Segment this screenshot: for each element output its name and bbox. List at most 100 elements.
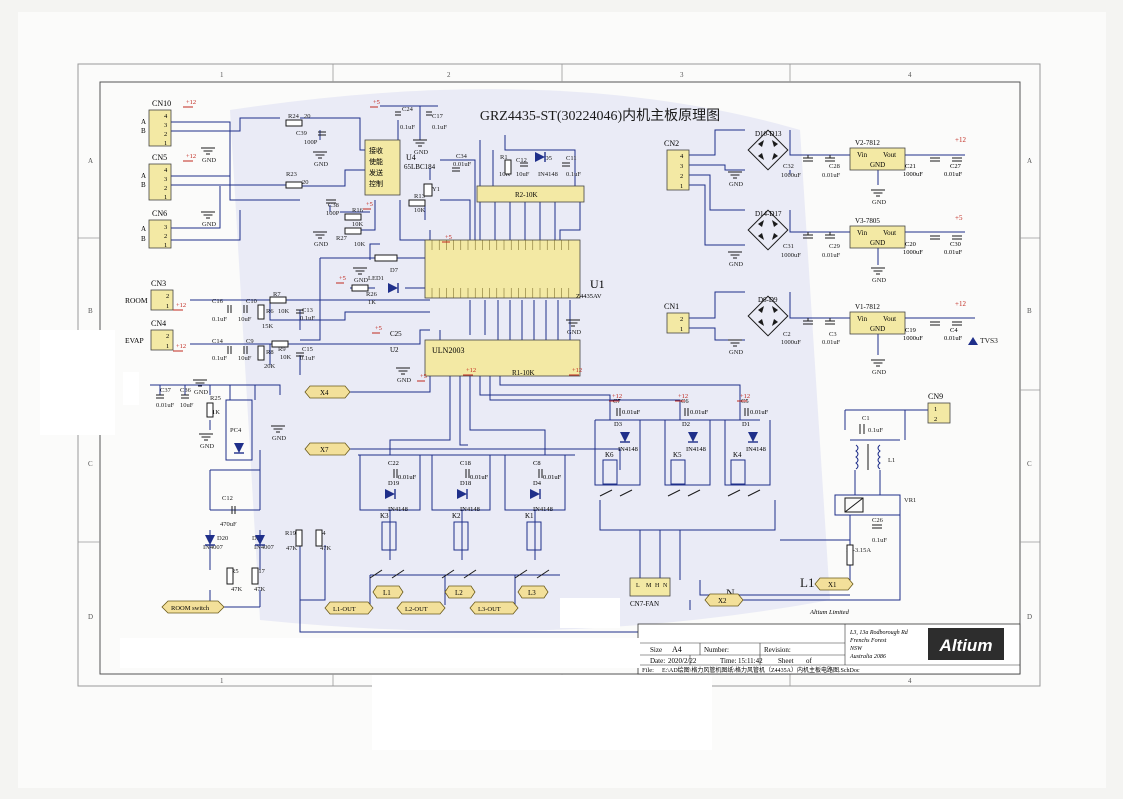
frame-row-label-left: C — [88, 460, 93, 468]
cn2-pin-3: 3 — [680, 163, 683, 170]
frame-col-label-bottom: 1 — [220, 677, 224, 685]
relay-bottom-ref: K2 — [452, 512, 461, 520]
cn7-pin-h: H — [655, 583, 660, 589]
regulator-cout-ref: C30 — [950, 241, 961, 248]
tb-time-label: Time: — [720, 657, 737, 665]
rail-plus12: +12 — [186, 99, 196, 106]
regulator-cin-value: 1000uF — [903, 335, 923, 342]
c29-value: 0.01uF — [822, 252, 841, 259]
u1-part: Z4435AV — [576, 293, 602, 300]
relay-bottom-tab: L3 — [528, 589, 536, 597]
frame-row-label-right: D — [1027, 613, 1032, 621]
c29-ref: C29 — [829, 243, 840, 250]
relay-bottom-diode-ref: D19 — [388, 480, 399, 487]
rail-plus12: +12 — [740, 393, 750, 400]
c13-value: 0.1uF — [300, 315, 315, 322]
bridge-1-ref: D10-D13 — [755, 130, 782, 138]
r13-value: 10K — [414, 207, 426, 214]
r25-value: 1K — [212, 409, 220, 416]
schematic-title: GRZ4435-ST(30224046)内机主板原理图 — [480, 108, 720, 124]
cn9-pin-1: 1 — [934, 406, 937, 413]
c14-value: 0.1uF — [212, 355, 227, 362]
cn4-pin-1: 1 — [166, 343, 169, 350]
regulator-cin-ref: C21 — [905, 163, 916, 170]
c3-value: 0.01uF — [822, 339, 841, 346]
ic-u2-uln2003: ULN2003 R1-10K U2 C25 — [390, 330, 581, 377]
c26-value: 0.1uF — [872, 537, 887, 544]
redaction-patch-small — [123, 372, 139, 405]
rail-plus5: +5 — [445, 234, 452, 241]
tb-file: E:\AD绘图\格力风管机图纸\格力风管机（Z4435A）内机主板电路图.Sch… — [662, 666, 860, 674]
relay-bottom-out: L1-OUT — [333, 606, 356, 613]
sensor-labels: C16 0.1uF C10 10uF R6 10K R7 C13 0.1uF 1… — [212, 267, 399, 370]
cn2-pin-2: 2 — [680, 173, 683, 180]
frame-row-label-left: D — [88, 613, 93, 621]
regulator-gnd: GND — [870, 239, 885, 247]
bridge-3-ref: D6-D9 — [758, 296, 778, 304]
regulator-cin-value: 1000uF — [903, 249, 923, 256]
r2-array-ref: R2-10K — [515, 191, 538, 199]
c36-ref: C36 — [180, 387, 192, 394]
regulator-cout-ref: C27 — [950, 163, 962, 170]
frame-row-label-left: A — [88, 157, 93, 165]
ground-label: GND — [397, 377, 411, 384]
c16-ref: C16 — [212, 298, 224, 305]
rail-plus12: +12 — [176, 343, 186, 350]
u4-pin-en: 使能 — [369, 157, 383, 166]
r8-value: 20K — [264, 363, 276, 370]
u2-c25: C25 — [390, 330, 402, 338]
power-rails: +12+12+12+12+12+12+12+12+12+5+5+5+5+5+5G… — [173, 99, 886, 450]
u1-ref: U1 — [590, 277, 605, 291]
tb-date: 2020/2/22 — [668, 657, 697, 665]
bridge-2-ref: D14-D17 — [755, 210, 782, 218]
ground-label: GND — [202, 221, 216, 228]
relay-bottom-cap-ref: C22 — [388, 460, 399, 467]
regulator-vout: Vout — [883, 151, 896, 159]
c10-ref: C10 — [246, 298, 257, 305]
ground-label: GND — [354, 277, 368, 284]
r16-ref: R16 — [352, 207, 364, 214]
relay-top-ref: K4 — [733, 451, 742, 459]
tb-address-1: L3, 13a Rodborough Rd — [849, 630, 909, 636]
wiring — [150, 105, 975, 633]
ground-label: GND — [314, 161, 328, 168]
relay-bottom-out: L2-OUT — [405, 606, 428, 613]
r27-value: 10K — [354, 241, 366, 248]
cn10-pin-2: 2 — [164, 131, 167, 138]
rail-plus12: +12 — [678, 393, 688, 400]
r17-value: 47K — [254, 586, 266, 593]
cn10-pin-1: 1 — [164, 140, 167, 147]
connector-cn2: CN2 4 3 2 1 — [664, 139, 690, 191]
port-x4: X4 — [304, 385, 351, 399]
cn1-pin-1: 1 — [680, 326, 683, 333]
ground-label: GND — [567, 329, 581, 336]
c34-value: 0.01uF — [453, 161, 472, 168]
c28-ref: C28 — [829, 163, 840, 170]
c34-ref: C34 — [456, 153, 468, 160]
rail-plus5: +5 — [375, 325, 382, 332]
r24-value: 20 — [304, 113, 311, 120]
r25-ref: R25 — [210, 395, 221, 402]
regulator-ref: V2-7812 — [855, 139, 880, 147]
cn9-pin-2: 2 — [934, 416, 937, 423]
tb-address-2: Frenchs Forest — [849, 638, 887, 644]
relay-bottom-ref: K1 — [525, 512, 534, 520]
cn5-pin-4: 4 — [164, 167, 168, 174]
u2-part: ULN2003 — [432, 346, 464, 355]
r17-ref: R17 — [254, 568, 266, 575]
ground-label: GND — [202, 157, 216, 164]
cn4-pin-2: 2 — [166, 333, 169, 340]
bridge-d10-d13: D10-D13 — [747, 129, 789, 171]
c32-ref: C32 — [783, 163, 794, 170]
regulator-ref: V3-7805 — [855, 217, 880, 225]
ground-label: GND — [272, 435, 286, 442]
altium-logo-text: Altium — [939, 636, 993, 655]
r23-value: 20 — [302, 179, 309, 186]
relay-top-diode-value: IN4148 — [618, 446, 638, 453]
u4-part: 65LBC184 — [404, 163, 436, 171]
relay-bottom-cap-value: 0.01uF — [543, 474, 562, 481]
